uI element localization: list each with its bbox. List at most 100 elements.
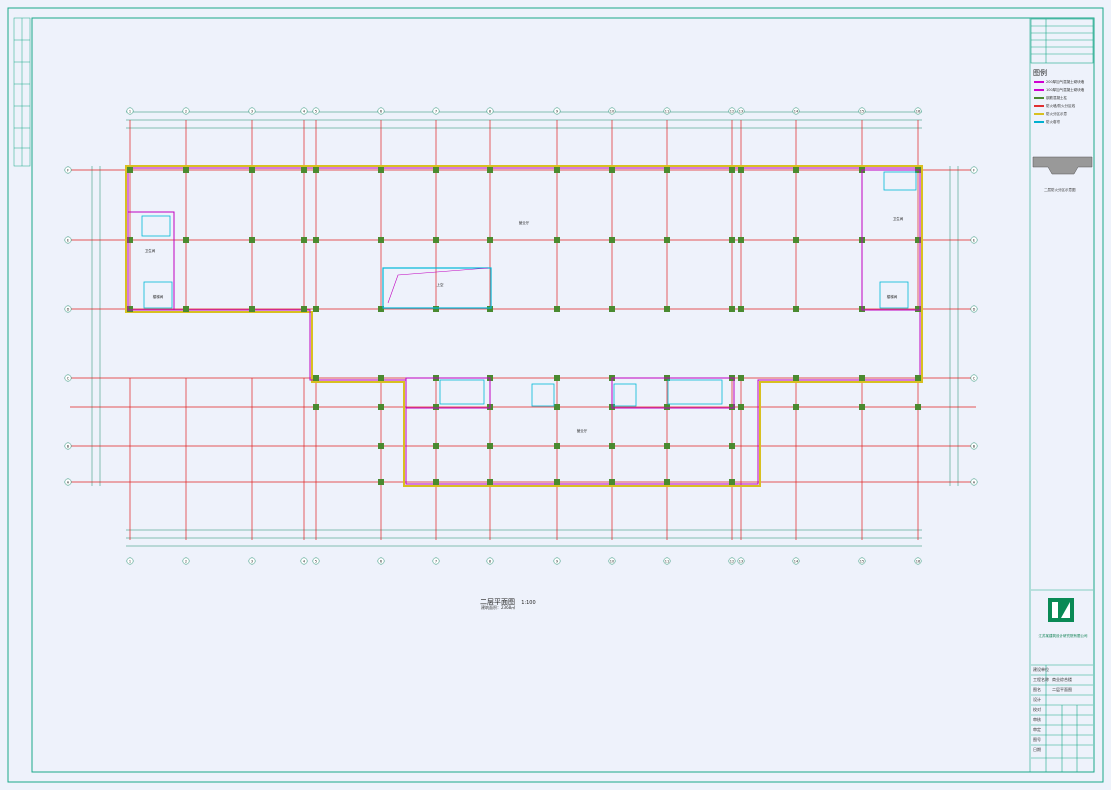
legend-swatch-icon <box>1034 89 1044 91</box>
grid-label: 3 <box>251 110 253 114</box>
grid-bubble <box>486 557 494 565</box>
legend-swatch-icon <box>1034 105 1044 107</box>
column <box>793 167 799 173</box>
inner-border <box>31 17 1095 773</box>
grid-bubble <box>553 107 561 115</box>
column <box>127 237 133 243</box>
column <box>609 306 615 312</box>
core-mid-right <box>611 377 735 409</box>
grid-bubble <box>792 557 800 565</box>
legend-label: 100厚加气混凝土砌块墙 <box>1046 88 1085 92</box>
column <box>249 306 255 312</box>
legend-label: 钢筋混凝土柱 <box>1046 96 1067 100</box>
column <box>609 237 615 243</box>
column <box>183 167 189 173</box>
column <box>729 306 735 312</box>
atrium-outline <box>382 267 492 309</box>
grid-label: 6 <box>380 560 382 564</box>
grid-bubble <box>970 442 978 450</box>
grid-label: 3 <box>251 560 253 564</box>
grid-label: 13 <box>739 560 743 564</box>
elevator-right <box>613 383 637 407</box>
grid-label: A <box>67 480 70 484</box>
outer-border <box>7 7 1104 783</box>
grid-bubble <box>432 557 440 565</box>
grid-label: 7 <box>435 110 437 114</box>
grid-bubble <box>608 107 616 115</box>
column <box>487 306 493 312</box>
column <box>127 306 133 312</box>
column <box>664 443 670 449</box>
legend-item: 防火卷帘 <box>1034 120 1060 126</box>
grid-label: A <box>973 480 976 484</box>
grid-bubble <box>312 107 320 115</box>
exterior-wall <box>125 165 923 487</box>
column <box>738 404 744 410</box>
floor-plan: 1122334455667788991010111112121313141415… <box>64 107 978 565</box>
column <box>378 404 384 410</box>
column <box>554 167 560 173</box>
grid-bubble <box>970 236 978 244</box>
core-left <box>127 211 175 311</box>
title-block-row-label: 审核 <box>1033 717 1041 722</box>
grid-label: 15 <box>860 110 864 114</box>
grid-label: B <box>973 444 976 448</box>
core-right <box>861 169 921 311</box>
room-label: 营业厅 <box>577 428 588 433</box>
grid-label: 5 <box>315 560 317 564</box>
title-block-row-label: 建设单位 <box>1033 667 1049 672</box>
grid-label: 10 <box>610 110 614 114</box>
grid-label: 4 <box>303 110 306 114</box>
column <box>793 237 799 243</box>
legend-item: 防火墙/防火分区线 <box>1034 104 1075 110</box>
grid-bubble <box>663 557 671 565</box>
column <box>378 306 384 312</box>
grid-label: D <box>973 307 976 311</box>
room-label: 营业厅 <box>519 220 530 225</box>
grid-bubble <box>64 305 72 313</box>
legend-label: 200厚加气混凝土砌块墙 <box>1046 80 1085 84</box>
grid-bubble <box>64 478 72 486</box>
grid-label: 2 <box>185 560 187 564</box>
column <box>915 237 921 243</box>
grid-bubble <box>248 557 256 565</box>
column <box>664 479 670 485</box>
grid-bubble <box>182 557 190 565</box>
column <box>378 167 384 173</box>
column <box>313 375 319 381</box>
grid-bubble <box>728 107 736 115</box>
grid-label: 1 <box>129 560 131 564</box>
grid-label: C <box>973 376 976 380</box>
column <box>609 479 615 485</box>
column <box>609 443 615 449</box>
column <box>915 306 921 312</box>
grid-bubble <box>970 374 978 382</box>
title-block-lines <box>1029 18 1094 772</box>
grid-bubble <box>432 107 440 115</box>
column <box>433 404 439 410</box>
column <box>301 306 307 312</box>
column <box>738 237 744 243</box>
drawing-area: 建筑面积：2368㎡ <box>481 605 516 610</box>
grid-label: B <box>67 444 70 448</box>
grid-bubble <box>64 442 72 450</box>
column <box>433 479 439 485</box>
wc-left <box>141 215 171 237</box>
column <box>183 237 189 243</box>
legend-swatch-icon <box>1034 97 1044 99</box>
grid-label: 6 <box>380 110 382 114</box>
column <box>554 375 560 381</box>
grid-label: 12 <box>730 110 734 114</box>
grid-bubble <box>377 107 385 115</box>
binding-strip <box>13 17 31 167</box>
drawing-title: 二层平面图 1:100 <box>480 597 536 607</box>
column <box>738 375 744 381</box>
column <box>313 167 319 173</box>
grid-label: F <box>973 168 975 172</box>
legend-label: 防火墙/防火分区线 <box>1046 104 1076 108</box>
grid-label: 4 <box>303 560 306 564</box>
legend-title: 图例 <box>1033 69 1047 77</box>
grid-bubble <box>914 557 922 565</box>
grid-bubble <box>126 107 134 115</box>
column <box>554 237 560 243</box>
